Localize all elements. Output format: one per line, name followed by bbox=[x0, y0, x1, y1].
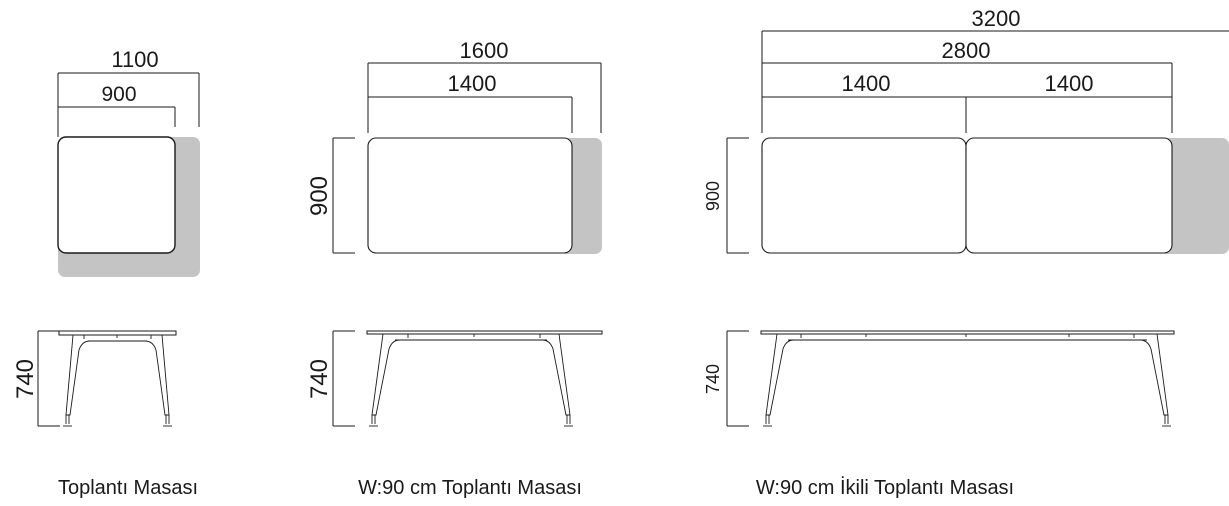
dim-line-1100 bbox=[57, 72, 200, 137]
dim-label-2800: 2800 bbox=[942, 38, 991, 63]
dim-line-3200 bbox=[761, 30, 1229, 133]
caption-toplanti-masasi: Toplantı Masası bbox=[58, 477, 198, 499]
diagram-square-table: 1100 900 740 bbox=[12, 47, 200, 499]
dim-line-1600 bbox=[367, 62, 602, 133]
caption-w90-ikili-toplanti-masasi: W:90 cm İkili Toplantı Masası bbox=[756, 476, 1014, 499]
dim-line-900 bbox=[58, 106, 176, 127]
dim-height-900 bbox=[726, 137, 749, 254]
diagram-double-table: 3200 2800 1400 1400 900 7 bbox=[703, 6, 1229, 499]
table-top-plan bbox=[367, 137, 573, 254]
table-top-plan bbox=[57, 136, 176, 254]
dim-height-740 bbox=[332, 330, 355, 427]
dim-line-1400 bbox=[368, 96, 573, 133]
dim-label-1400: 1400 bbox=[448, 71, 497, 96]
dim-height-740 bbox=[726, 330, 749, 427]
table-top-plan-left bbox=[761, 137, 967, 254]
dim-label-900: 900 bbox=[101, 83, 136, 106]
dim-line-2800 bbox=[762, 62, 1173, 133]
dim-label-1100: 1100 bbox=[111, 47, 158, 72]
dim-label-740: 740 bbox=[12, 359, 39, 399]
dim-label-1400-left: 1400 bbox=[842, 71, 891, 96]
dim-label-900-plan: 900 bbox=[306, 176, 333, 216]
dim-line-1400-1400 bbox=[762, 96, 1172, 133]
dim-label-3200: 3200 bbox=[972, 6, 1021, 31]
dim-label-740: 740 bbox=[306, 359, 333, 399]
dim-height-740 bbox=[37, 330, 60, 427]
dim-label-1400-right: 1400 bbox=[1045, 71, 1094, 96]
table-side-elevation bbox=[58, 330, 177, 427]
dim-label-1600: 1600 bbox=[460, 38, 509, 63]
dim-label-900-plan: 900 bbox=[703, 181, 723, 211]
dim-height-900 bbox=[332, 137, 355, 254]
table-side-elevation bbox=[760, 330, 1175, 427]
caption-w90-toplanti-masasi: W:90 cm Toplantı Masası bbox=[358, 477, 582, 499]
diagram-single-table: 1600 1400 900 740 bbox=[306, 38, 603, 499]
dim-label-740: 740 bbox=[703, 364, 723, 394]
table-side-elevation bbox=[366, 330, 603, 427]
table-top-plan-right bbox=[965, 137, 1173, 254]
extension-shadow bbox=[1160, 138, 1229, 254]
